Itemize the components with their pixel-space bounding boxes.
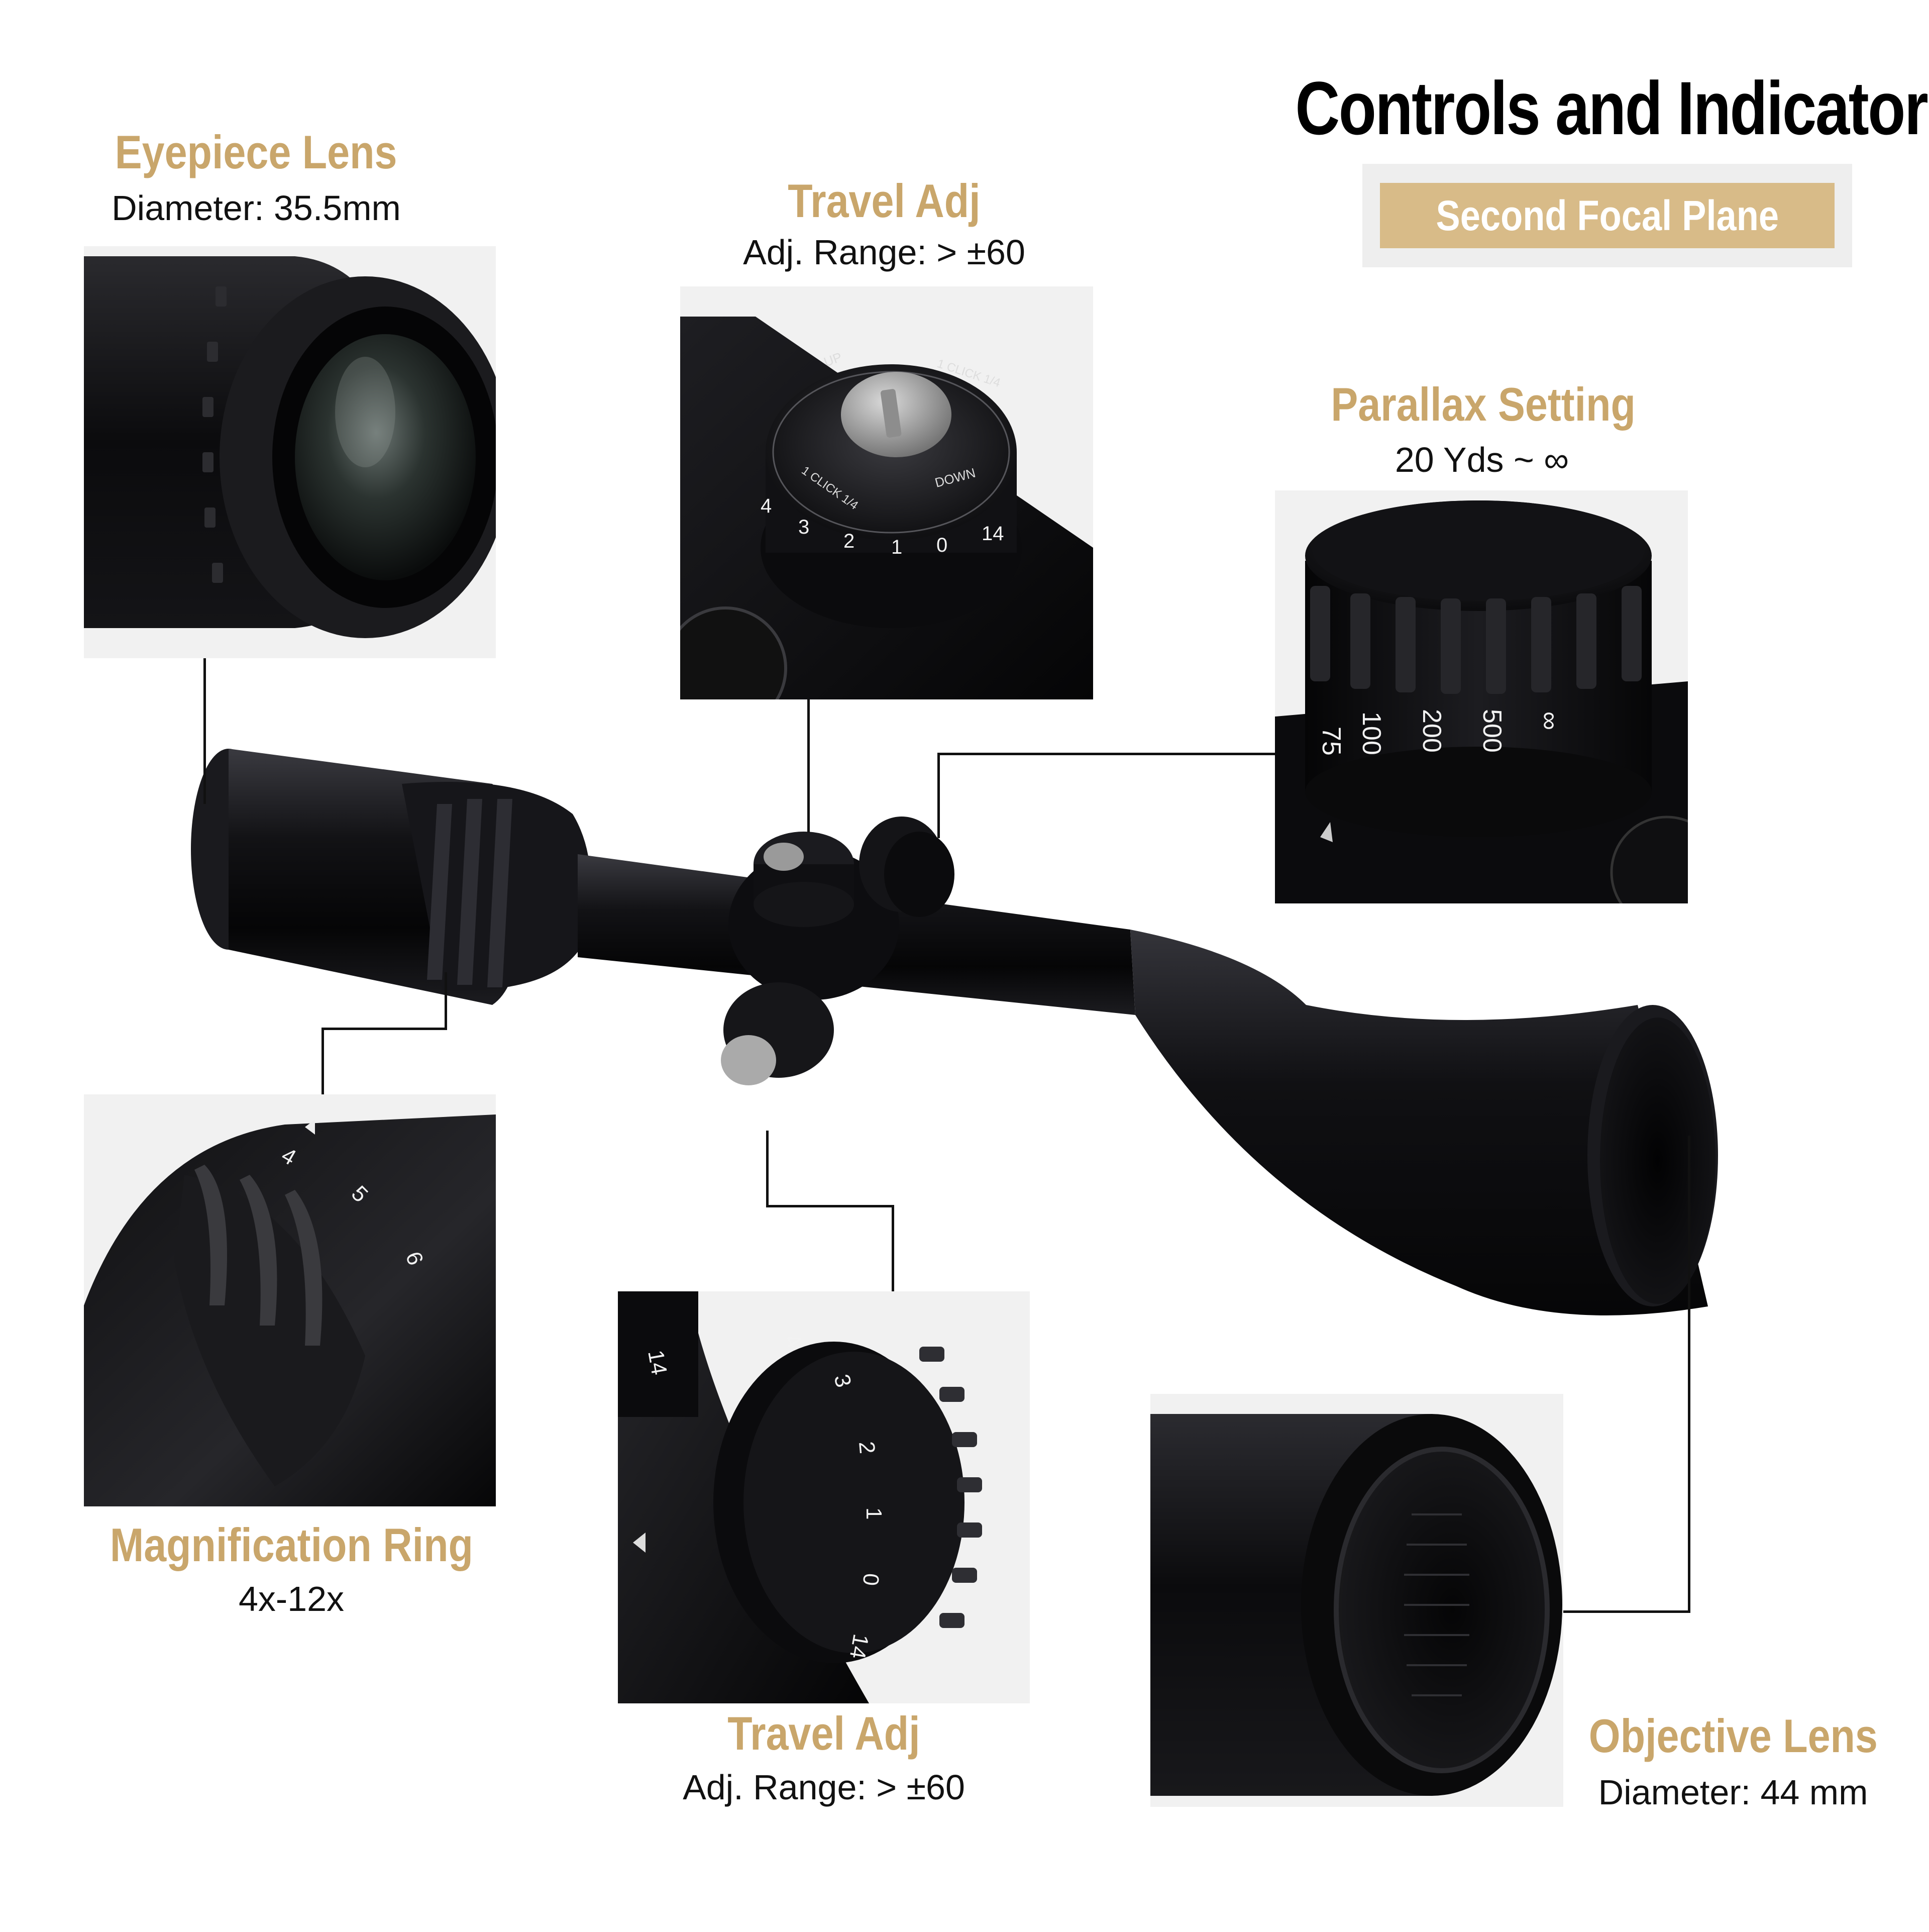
eyepiece-subtitle: Diameter: 35.5mm [112, 188, 401, 228]
magnification-subtitle: 4x-12x [238, 1579, 345, 1618]
travel-bottom-connector-h [766, 1205, 894, 1207]
windage-turret-photo: 14 4 3 2 1 0 14 [618, 1291, 1030, 1703]
eyepiece-photo [84, 246, 496, 658]
focal-plane-badge-label: Second Focal Plane [1380, 183, 1835, 248]
travel-adj-top-title: Travel Adj [788, 174, 981, 227]
focal-plane-badge: Second Focal Plane [1362, 164, 1852, 267]
eyepiece-title: Eyepiece Lens [115, 126, 397, 178]
svg-text:500: 500 [1477, 709, 1507, 753]
magnification-ring-photo: 4 5 6 [84, 1094, 496, 1506]
travel-adj-bottom-subtitle: Adj. Range: > ±60 [683, 1768, 965, 1807]
parallax-subtitle: 20 Yds ~ ∞ [1395, 440, 1569, 479]
svg-text:100: 100 [1357, 711, 1386, 755]
objective-title: Objective Lens [1588, 1709, 1878, 1762]
svg-text:3: 3 [798, 516, 809, 538]
svg-text:2: 2 [854, 1441, 880, 1455]
eyepiece-connector [203, 658, 206, 804]
magnification-title: Magnification Ring [110, 1518, 473, 1571]
objective-connector-h [1563, 1610, 1690, 1613]
parallax-knob-photo: 75 100 200 500 ∞ [1275, 490, 1688, 903]
parallax-connector-h [937, 753, 1275, 755]
magnification-connector-v2 [322, 1028, 324, 1094]
objective-subtitle: Diameter: 44 mm [1598, 1773, 1868, 1812]
svg-text:0: 0 [936, 534, 947, 556]
objective-lens-photo [1150, 1394, 1563, 1807]
travel-bottom-connector-v2 [892, 1205, 894, 1291]
travel-top-connector [807, 699, 810, 833]
svg-text:4: 4 [761, 495, 772, 517]
svg-text:200: 200 [1417, 709, 1446, 753]
magnification-connector-v1 [445, 972, 447, 1029]
svg-text:14: 14 [982, 523, 1004, 545]
parallax-connector-v [937, 753, 940, 838]
elevation-turret-photo: UP 1 CLICK 1/4 DOWN 1 CLICK 1/4 4 3 2 1 … [680, 286, 1093, 699]
svg-text:∞: ∞ [1535, 711, 1564, 730]
travel-adj-top-subtitle: Adj. Range: > ±60 [743, 233, 1025, 272]
svg-text:1: 1 [891, 536, 902, 558]
travel-adj-bottom-title: Travel Adj [727, 1707, 920, 1760]
svg-text:2: 2 [843, 530, 854, 552]
magnification-connector-h [322, 1028, 447, 1030]
page-title: Controls and Indicators [1295, 66, 1929, 150]
svg-text:14: 14 [845, 1632, 874, 1661]
travel-bottom-connector-v1 [766, 1131, 769, 1206]
svg-text:0: 0 [858, 1572, 884, 1587]
svg-text:1: 1 [862, 1507, 886, 1519]
svg-text:75: 75 [1317, 727, 1346, 756]
svg-text:14: 14 [643, 1348, 672, 1377]
parallax-title: Parallax Setting [1331, 378, 1636, 431]
objective-connector-v [1688, 1136, 1690, 1613]
